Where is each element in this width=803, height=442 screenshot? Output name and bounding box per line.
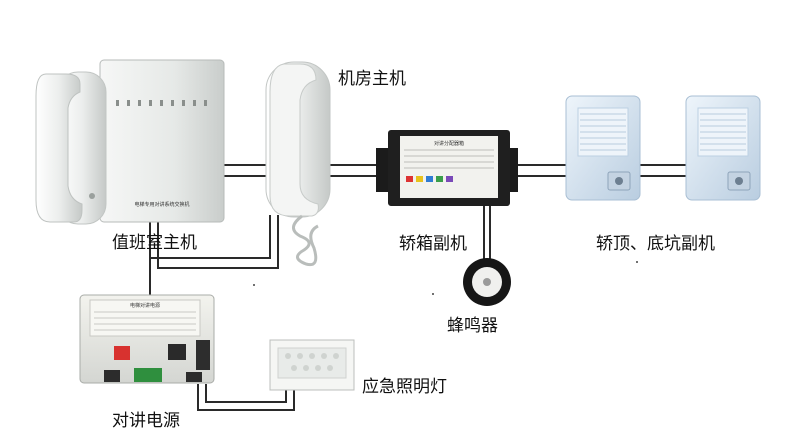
machine-room-master-device <box>265 61 331 267</box>
label-car-top-pit-slave: 轿顶、底坑副机 <box>596 234 715 254</box>
power-terminal-green <box>134 368 162 382</box>
power-fuse-holder <box>168 344 186 360</box>
car-junction-box: 对讲分配器箱 <box>376 130 518 206</box>
power-unit-header: 电梯对讲电源 <box>130 302 160 309</box>
junction-label-lines <box>404 149 494 169</box>
junction-label-plate <box>400 136 498 198</box>
power-side-socket <box>196 340 210 370</box>
switch-panel <box>99 59 225 223</box>
car-top-slave-speaker <box>565 95 641 201</box>
coiled-cord <box>292 214 319 267</box>
wiring <box>149 164 686 411</box>
power-terminal-left <box>104 370 120 382</box>
label-emergency-light: 应急照明灯 <box>362 377 447 397</box>
emergency-light-device <box>269 339 355 391</box>
switch-panel-caption: 电梯专用对讲系统交换机 <box>134 201 189 208</box>
power-terminal-right <box>186 372 202 382</box>
buzzer-device <box>463 258 511 306</box>
label-machine-room-master: 机房主机 <box>338 69 406 89</box>
label-intercom-power: 对讲电源 <box>112 411 180 431</box>
machine-handset <box>269 63 319 217</box>
label-car-slave: 轿箱副机 <box>399 234 467 254</box>
indicator-leds <box>116 100 207 106</box>
stray-marks <box>253 261 638 295</box>
label-duty-room-master: 值班室主机 <box>112 233 197 253</box>
pit-slave-speaker <box>685 95 761 201</box>
junction-color-terminals <box>406 176 453 182</box>
junction-header: 对讲分配器箱 <box>434 140 464 147</box>
duty-phone-button <box>89 193 95 199</box>
power-red-switch <box>114 346 130 360</box>
label-buzzer: 蜂鸣器 <box>447 316 498 336</box>
duty-room-master-device: 电梯专用对讲系统交换机 <box>35 59 225 225</box>
intercom-power-unit: 电梯对讲电源 <box>79 294 215 384</box>
duty-handset <box>35 73 83 223</box>
